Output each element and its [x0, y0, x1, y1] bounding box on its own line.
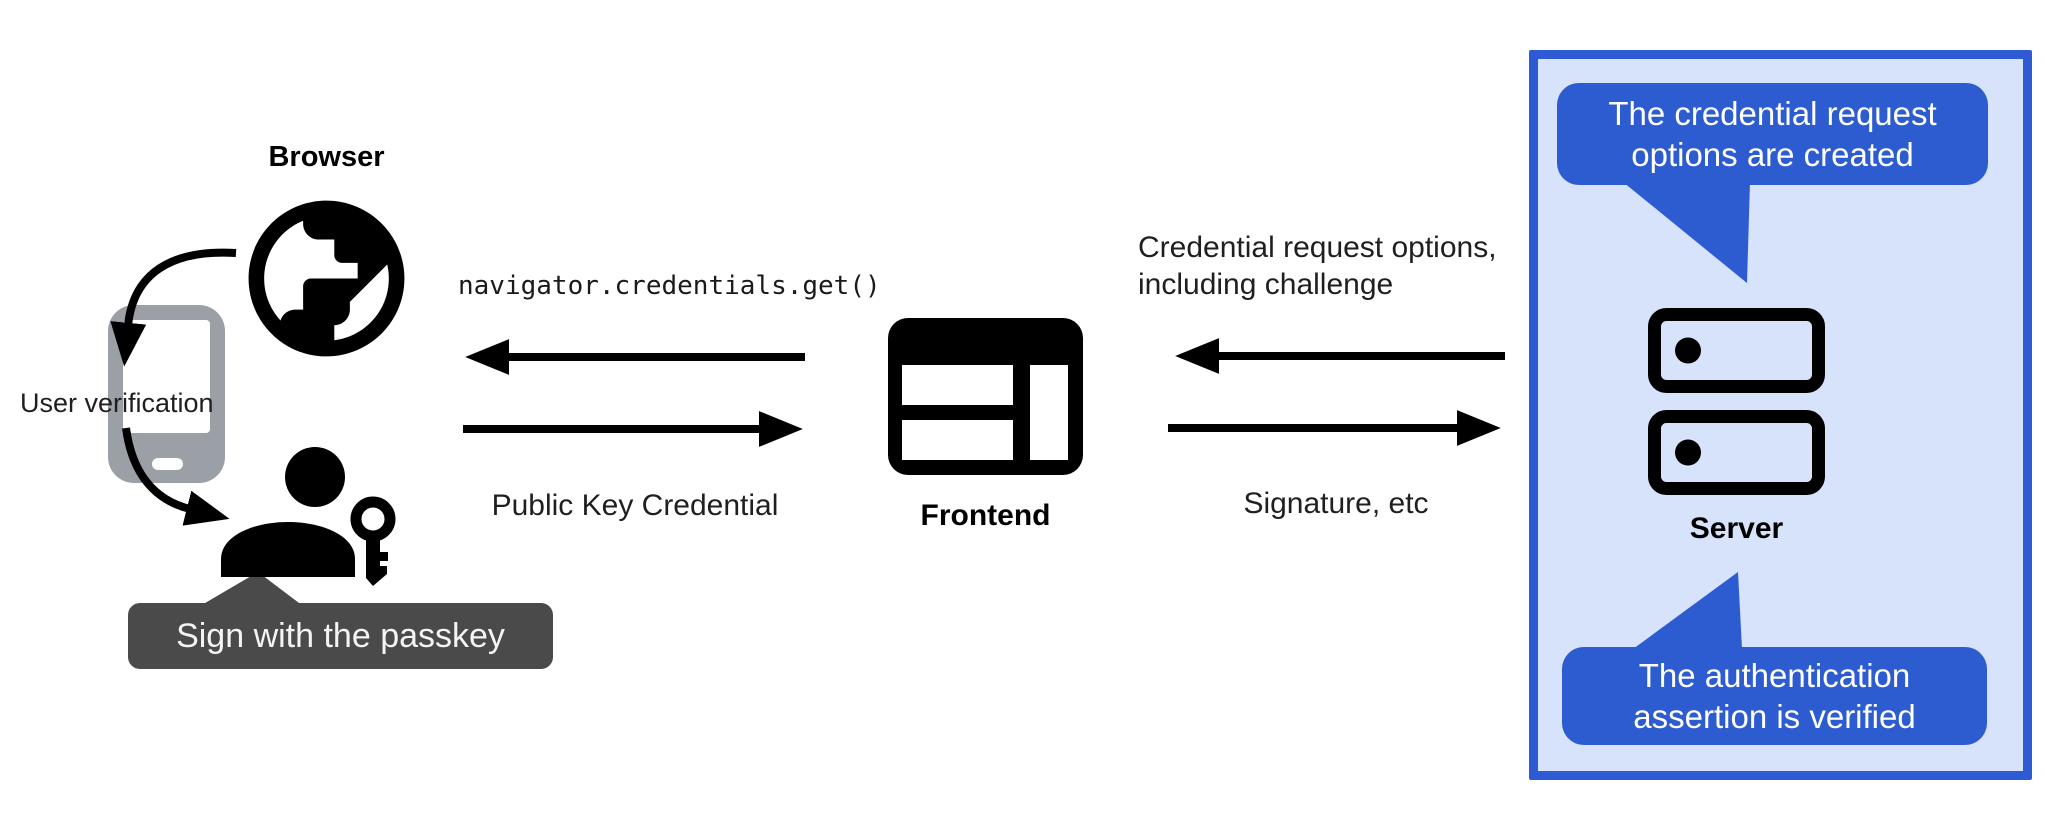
callout-top: The credential request options are creat… — [1557, 83, 1988, 185]
credential-request-options-line1: Credential request options, — [1138, 231, 1497, 264]
callout-bottom-line1: The authentication — [1638, 657, 1911, 694]
credential-request-options-line2: including challenge — [1138, 268, 1394, 301]
user-verification-label: User verification — [20, 388, 214, 418]
callout-top-tail — [1623, 182, 1750, 283]
public-key-credential-label: Public Key Credential — [491, 489, 779, 522]
server-label: Server — [1689, 512, 1784, 545]
person-body — [221, 522, 355, 577]
signature-label: Signature, etc — [1243, 487, 1429, 520]
browser-window-icon — [888, 318, 1083, 475]
credentials-get-call: navigator.credentials.get() — [458, 271, 881, 301]
callout-bottom-line2: assertion is verified — [1633, 698, 1916, 735]
tooltip-pointer — [200, 572, 303, 606]
credential-request-options-label: Credential request options, including ch… — [1138, 229, 1497, 303]
callout-top-line1: The credential request — [1608, 95, 1937, 132]
passkey-tooltip-text: Sign with the passkey — [176, 616, 505, 655]
arrow-browser-to-phone — [110, 248, 237, 367]
person-key-icon — [221, 447, 396, 586]
passkey-tooltip: Sign with the passkey — [128, 603, 553, 669]
frontend-label: Frontend — [920, 499, 1051, 532]
key-stem — [366, 535, 388, 586]
browser-label: Browser — [268, 141, 385, 173]
key-ring — [350, 496, 396, 542]
server-icon — [1648, 308, 1825, 495]
callout-bottom-tail — [1633, 572, 1742, 649]
arrow-phone-to-user — [122, 427, 230, 526]
callout-top-line2: options are created — [1631, 136, 1914, 173]
person-head — [285, 447, 345, 507]
globe-icon — [248, 200, 405, 357]
callout-bottom: The authentication assertion is verified — [1562, 647, 1987, 745]
